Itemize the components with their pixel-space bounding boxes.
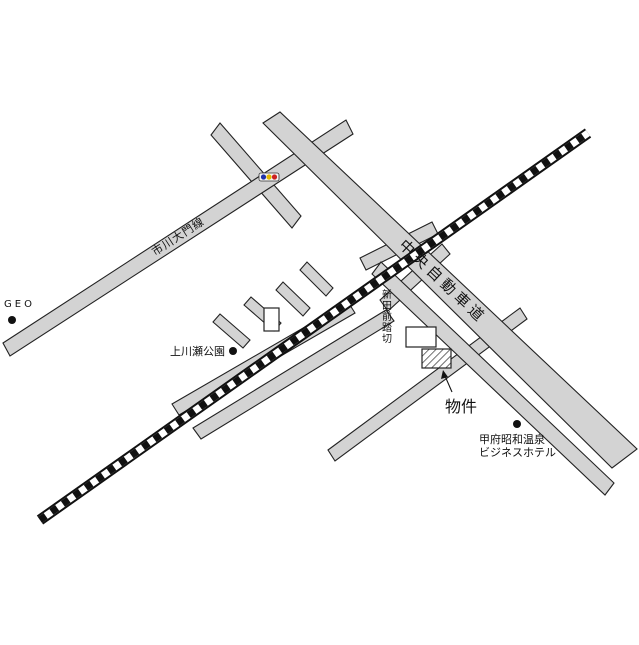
- building-right: [405, 326, 437, 348]
- building-left: [263, 307, 280, 332]
- traffic-signal-icon: [258, 172, 280, 182]
- spur-3: [275, 281, 311, 317]
- road-upper-left-crossing: [210, 122, 302, 229]
- spur-1: [212, 313, 251, 349]
- road-diagonal-right: [371, 261, 615, 496]
- minor-roads: [171, 122, 615, 496]
- label-park: 上川瀬公園: [170, 344, 225, 358]
- label-property: 物件: [445, 397, 477, 416]
- park-dot-icon: [229, 347, 237, 355]
- railway: [36, 128, 592, 525]
- label-geo: GEO: [4, 299, 35, 310]
- label-crossing: 新田前踏切: [380, 288, 392, 344]
- label-hotel-line1: 甲府昭和温泉: [479, 432, 545, 446]
- road-lower-mid: [192, 309, 395, 440]
- label-ichikawa-daimon: 市川大門線: [149, 214, 207, 258]
- hotel-dot-icon: [513, 420, 521, 428]
- label-hotel-line2: ビジネスホテル: [479, 446, 556, 459]
- property-building: [421, 348, 452, 369]
- road-lower-right: [327, 307, 528, 462]
- property-arrow-icon: [441, 370, 453, 393]
- road-chuo-expressway: [262, 111, 638, 469]
- geo-dot-icon: [8, 316, 16, 324]
- spur-4: [299, 261, 334, 297]
